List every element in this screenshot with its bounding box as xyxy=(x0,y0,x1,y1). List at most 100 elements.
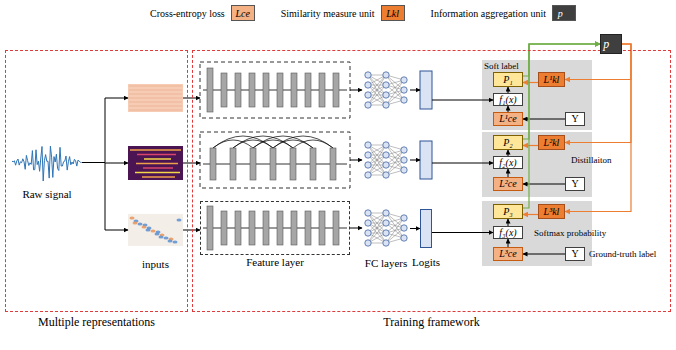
neuron xyxy=(383,92,389,98)
logits-bar xyxy=(420,71,432,109)
layer-bar xyxy=(249,73,255,107)
kl-unit-box: L¹kl xyxy=(538,72,565,87)
connector xyxy=(565,44,631,143)
legend-text: Information aggregation unit xyxy=(431,8,547,19)
layer-bar xyxy=(291,211,297,245)
kl-unit-box: L³kl xyxy=(538,204,565,219)
node-text: L³ce xyxy=(499,249,516,259)
connector xyxy=(523,44,600,139)
connector xyxy=(432,232,493,233)
legend-symbol: p⃗ xyxy=(558,8,571,19)
spectrogram-spot xyxy=(133,222,138,225)
aggregation-unit: p⃗ xyxy=(600,34,622,54)
legend-swatch: p⃗ xyxy=(552,5,576,21)
node-text: f₂(x) xyxy=(499,158,516,168)
spectrogram-input: inputs xyxy=(128,214,183,246)
fc-link xyxy=(368,145,386,175)
spectrogram-line xyxy=(137,154,176,156)
prob-box: P₃ xyxy=(493,204,523,219)
layer-bar xyxy=(249,211,255,245)
kl-unit-box: L²kl xyxy=(538,135,565,150)
layer-bar xyxy=(250,148,256,180)
spectrogram-image xyxy=(128,84,183,112)
neuron xyxy=(401,225,407,231)
layer-bar xyxy=(207,206,213,250)
layer-bar xyxy=(277,211,283,245)
neuron xyxy=(365,142,371,148)
feature-block: Feature layer xyxy=(200,201,350,255)
spectrogram-spot xyxy=(155,233,160,236)
node-text: inputs xyxy=(142,258,169,270)
neuron xyxy=(365,172,371,178)
signal-icon: Raw signal xyxy=(12,140,82,185)
connector xyxy=(508,169,509,177)
spectrogram-line xyxy=(130,149,181,151)
spectrogram-line xyxy=(135,172,180,174)
node-text: Training framework xyxy=(383,316,480,329)
spectrogram-line xyxy=(129,98,182,99)
spectrogram-spot xyxy=(146,229,151,232)
connector xyxy=(508,239,509,247)
node-text: P₂ xyxy=(503,138,513,148)
layer-bar xyxy=(277,73,283,107)
flow-arrow xyxy=(410,160,420,161)
connector xyxy=(350,228,362,229)
spectrogram-spot xyxy=(168,240,173,243)
label-box: Y xyxy=(565,247,585,261)
waveform xyxy=(12,146,82,181)
connector xyxy=(523,82,538,83)
spectrogram-line xyxy=(129,110,182,111)
node-text: L²ce xyxy=(499,179,516,189)
layer-bar xyxy=(263,73,269,107)
layer-bar xyxy=(330,148,336,180)
layer-bar xyxy=(319,211,325,245)
spectrogram-line xyxy=(129,106,182,107)
fc-link xyxy=(368,213,386,243)
prob-box: P₁ xyxy=(493,72,523,87)
spectrogram-spot xyxy=(142,226,147,229)
spectrogram-image xyxy=(128,146,183,180)
prob-box: P₂ xyxy=(493,135,523,150)
node-text: Feature layer xyxy=(246,256,304,268)
fc-block: FC layers xyxy=(362,205,410,251)
fc-link xyxy=(368,145,386,175)
node-text: Y xyxy=(571,179,578,189)
softmax-fn: f₂(x) xyxy=(493,156,523,169)
label-box: Y xyxy=(565,112,585,126)
node-text: Logits xyxy=(412,256,440,268)
node-text: Multiple representations xyxy=(38,316,155,329)
spectrogram-line xyxy=(144,158,171,160)
connector xyxy=(410,228,420,229)
layer-bar xyxy=(333,211,339,245)
layer-bar xyxy=(291,73,297,107)
neuron xyxy=(383,102,389,108)
legend-symbol: Lkl xyxy=(386,8,399,19)
neuron xyxy=(365,220,371,226)
layer-bar xyxy=(263,211,269,245)
ce-loss-box: L³ce xyxy=(493,247,523,261)
neuron xyxy=(383,162,389,168)
node-text: L¹ce xyxy=(499,114,516,124)
node-text: f₁(x) xyxy=(499,95,516,105)
legend-text: Similarity measure unit xyxy=(281,8,375,19)
neuron xyxy=(383,220,389,226)
node-text: L³kl xyxy=(544,207,560,217)
connector xyxy=(523,44,600,208)
label-box: Y xyxy=(565,177,585,191)
node-text: L¹kl xyxy=(544,75,560,85)
node-text: f₃(x) xyxy=(499,228,516,238)
legend-swatch: Lkl xyxy=(381,5,405,21)
loss-panel xyxy=(482,60,592,130)
spectrogram-spot xyxy=(177,219,182,222)
node-text: p⃗ xyxy=(603,38,618,50)
spectrogram-line xyxy=(142,176,175,178)
neuron xyxy=(401,235,407,241)
spectrogram-spot xyxy=(151,230,156,233)
spectrogram-spot xyxy=(164,237,169,240)
connector xyxy=(523,214,538,215)
layer-bar xyxy=(305,73,311,107)
dense-link xyxy=(273,136,333,148)
region-frame: Multiple representationsRaw signalinputs xyxy=(5,50,188,312)
spectrogram-image xyxy=(128,214,183,246)
spectrogram-spot xyxy=(130,217,135,220)
